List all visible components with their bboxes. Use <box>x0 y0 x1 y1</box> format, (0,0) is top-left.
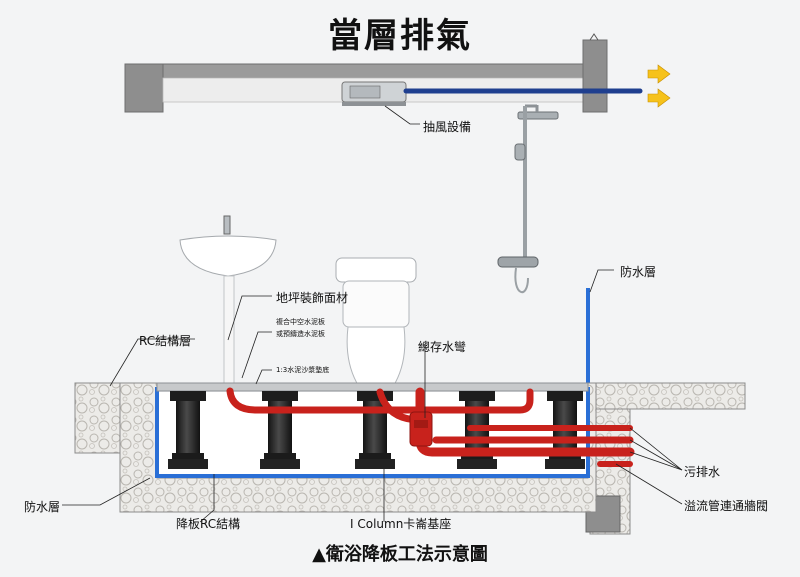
label-leaders <box>62 269 683 523</box>
diagram-caption: ▲衛浴降板工法示意圖 <box>312 544 488 565</box>
label-trap: 總存水彎 <box>418 340 467 354</box>
rc-slab-right <box>589 382 746 410</box>
label-composite-board-2: 或預鑄造水泥板 <box>276 330 325 338</box>
trap-fitting <box>409 411 433 447</box>
diagram-title: 當層排氣 <box>328 16 472 56</box>
exhaust-arrow-icon <box>647 64 671 108</box>
label-waterproof-layer-right: 防水層 <box>620 265 657 279</box>
label-mortar-base: 1:3水泥沙漿墊底 <box>276 366 330 374</box>
sink <box>179 215 277 387</box>
label-i-column: I Column卡崙基座 <box>350 517 452 531</box>
label-exhaust-equipment: 抽風設備 <box>423 120 472 134</box>
exhaust-fan-unit <box>341 81 407 106</box>
label-drain: 污排水 <box>684 465 721 479</box>
waterproof-layer-pit <box>155 387 590 478</box>
label-floor-finish: 地坪裝飾面材 <box>276 291 349 305</box>
label-lowered-rc: 降板RC結構 <box>176 517 241 531</box>
label-rc-structure-layer: RC結構層 <box>139 334 192 348</box>
shower-set <box>497 104 559 294</box>
toilet <box>335 257 417 386</box>
floor-board <box>156 382 589 392</box>
label-waterproof-layer-left: 防水層 <box>24 500 61 514</box>
label-overflow-pipe: 溢流管連通牆閥 <box>684 499 769 513</box>
label-composite-board-1: 複合中空水泥板 <box>276 318 325 326</box>
